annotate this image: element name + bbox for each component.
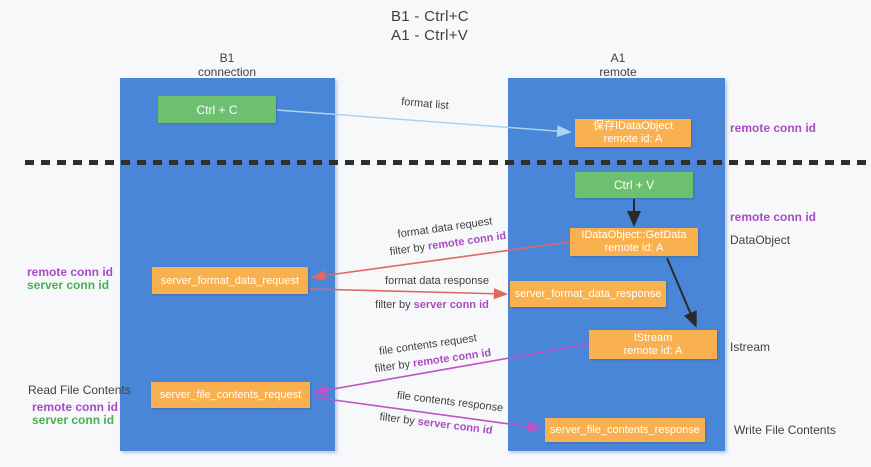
istream-box: IStream remote id: A: [589, 330, 717, 359]
server-conn-id-text-2: server conn id: [417, 415, 494, 437]
server-file-contents-request-box: server_file_contents_request: [151, 382, 310, 408]
lane-header-a1: A1 remote: [558, 51, 678, 79]
lane-a1-subtitle: remote: [599, 65, 637, 79]
right-remote-conn-id-2: remote conn id: [730, 210, 817, 224]
filter-by-text-3: filter by: [374, 357, 414, 376]
title-line-2: A1 - Ctrl+V: [391, 27, 469, 44]
right-write-file-contents-label: Write File Contents: [734, 423, 836, 437]
getdata-line2: remote id: A: [604, 242, 664, 254]
save-dataobject-box: 保存IDataObject remote id: A: [575, 119, 691, 147]
lane-b1-subtitle: connection: [197, 65, 257, 79]
server-file-contents-response-label: server_file_contents_response: [550, 424, 700, 436]
filter-by-text-2: filter by: [375, 299, 414, 311]
ctrl-c-label: Ctrl + C: [196, 102, 238, 117]
diagram-title: B1 - Ctrl+C A1 - Ctrl+V: [391, 7, 469, 45]
title-line-1: B1 - Ctrl+C: [391, 8, 469, 25]
left-server-conn-id-2: server conn id: [32, 413, 115, 427]
server-file-contents-response-box: server_file_contents_response: [545, 418, 705, 442]
arrow-format-data-response: [309, 288, 509, 300]
format-data-response-label: format data response: [385, 275, 489, 287]
left-remote-conn-id-2: remote conn id: [32, 400, 119, 414]
server-format-data-response-box: server_format_data_response: [510, 281, 666, 307]
server-conn-id-text-1: server conn id: [413, 299, 489, 311]
ctrl-v-box: Ctrl + V: [575, 172, 693, 198]
right-remote-conn-id-1: remote conn id: [730, 121, 817, 135]
server-format-data-request-label: server_format_data_request: [160, 274, 300, 287]
ctrl-v-label: Ctrl + V: [613, 178, 655, 192]
left-remote-conn-id-1: remote conn id: [27, 265, 114, 279]
right-istream-label: Istream: [730, 340, 771, 354]
server-file-contents-request-label: server_file_contents_request: [159, 389, 302, 401]
save-dataobject-line1: 保存IDataObject: [592, 120, 674, 132]
ctrl-c-box: Ctrl + C: [158, 96, 276, 123]
lane-b1-title: B1: [219, 51, 235, 65]
dashed-divider: [25, 160, 871, 165]
filter-by-text-1: filter by: [389, 240, 429, 259]
getdata-box: IDataObject::GetData remote id: A: [570, 228, 698, 256]
lane-header-b1: B1 connection: [167, 51, 287, 79]
istream-line2: remote id: A: [623, 344, 683, 357]
left-read-file-contents-label: Read File Contents: [28, 383, 131, 397]
filter-by-text-4: filter by: [378, 411, 419, 428]
left-server-conn-id-1: server conn id: [27, 278, 110, 292]
file-contents-response-label: file contents response: [396, 389, 504, 415]
file-contents-response-filter-label: filter by server conn id: [379, 411, 493, 437]
server-format-data-request-box: server_format_data_request: [152, 267, 308, 294]
format-list-label: format list: [400, 95, 450, 113]
getdata-line1: IDataObject::GetData: [581, 229, 687, 241]
server-format-data-response-label: server_format_data_response: [514, 288, 662, 300]
lane-a1-title: A1: [610, 51, 626, 65]
format-data-response-filter-label: filter by server conn id: [375, 299, 489, 311]
right-dataobject-label: DataObject: [730, 233, 791, 247]
istream-line1: IStream: [633, 331, 673, 344]
save-dataobject-line2: remote id: A: [603, 133, 663, 145]
